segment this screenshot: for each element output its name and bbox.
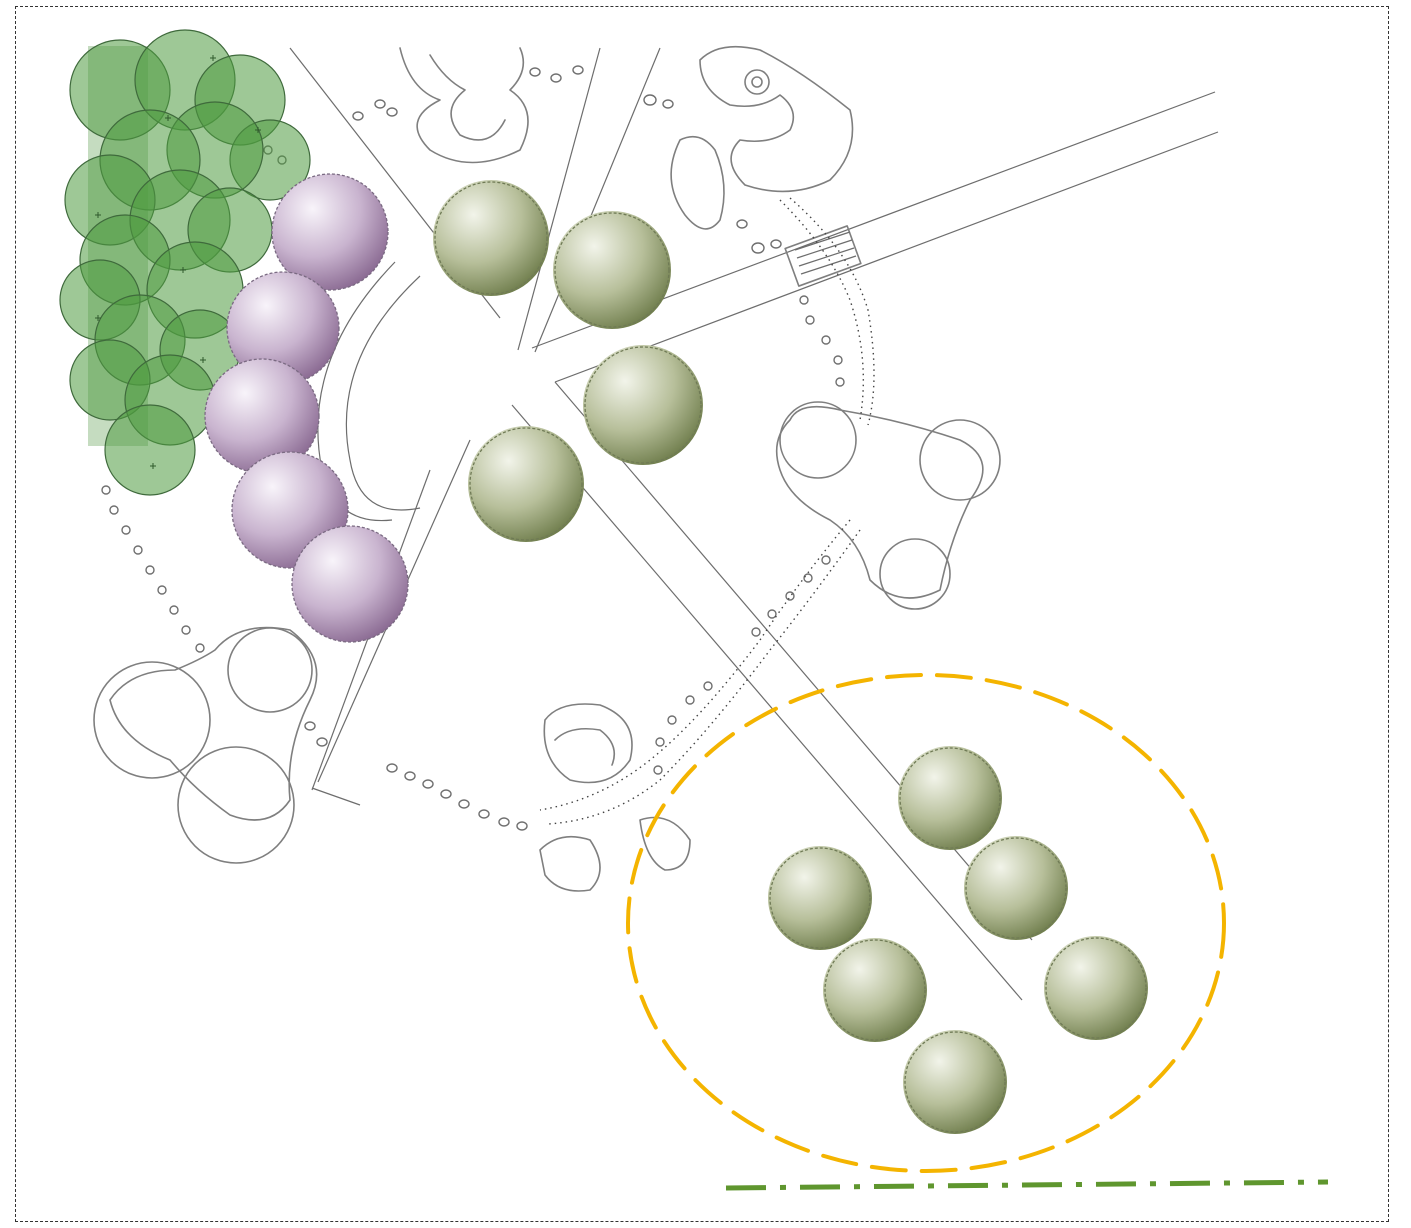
olive-tree <box>768 846 872 950</box>
olive-tree <box>433 180 549 296</box>
boundary-line <box>725 1179 1329 1191</box>
olive-tree <box>903 1030 1007 1134</box>
olive-tree <box>823 938 927 1042</box>
olive-tree <box>553 211 671 329</box>
olive-tree <box>964 836 1068 940</box>
purple-tree <box>272 174 388 290</box>
planting-beds <box>93 45 1001 892</box>
olive-tree <box>583 345 703 465</box>
olive-tree-group-center <box>433 180 703 542</box>
olive-tree <box>468 426 584 542</box>
dotted-trails <box>539 197 875 825</box>
walkways <box>289 47 1219 1001</box>
purple-tree <box>292 526 408 642</box>
green-canopy-marks <box>95 55 261 469</box>
stepping-stones <box>101 65 845 831</box>
drawing-frame <box>15 6 1389 1222</box>
olive-tree-group-grove <box>768 746 1148 1134</box>
green-canopy-group <box>59 29 311 496</box>
highlight-ellipse <box>626 673 1226 1173</box>
olive-tree <box>898 746 1002 850</box>
purple-tree-group <box>204 173 409 643</box>
purple-tree <box>227 272 339 384</box>
olive-tree <box>1044 936 1148 1040</box>
purple-tree <box>205 359 319 473</box>
